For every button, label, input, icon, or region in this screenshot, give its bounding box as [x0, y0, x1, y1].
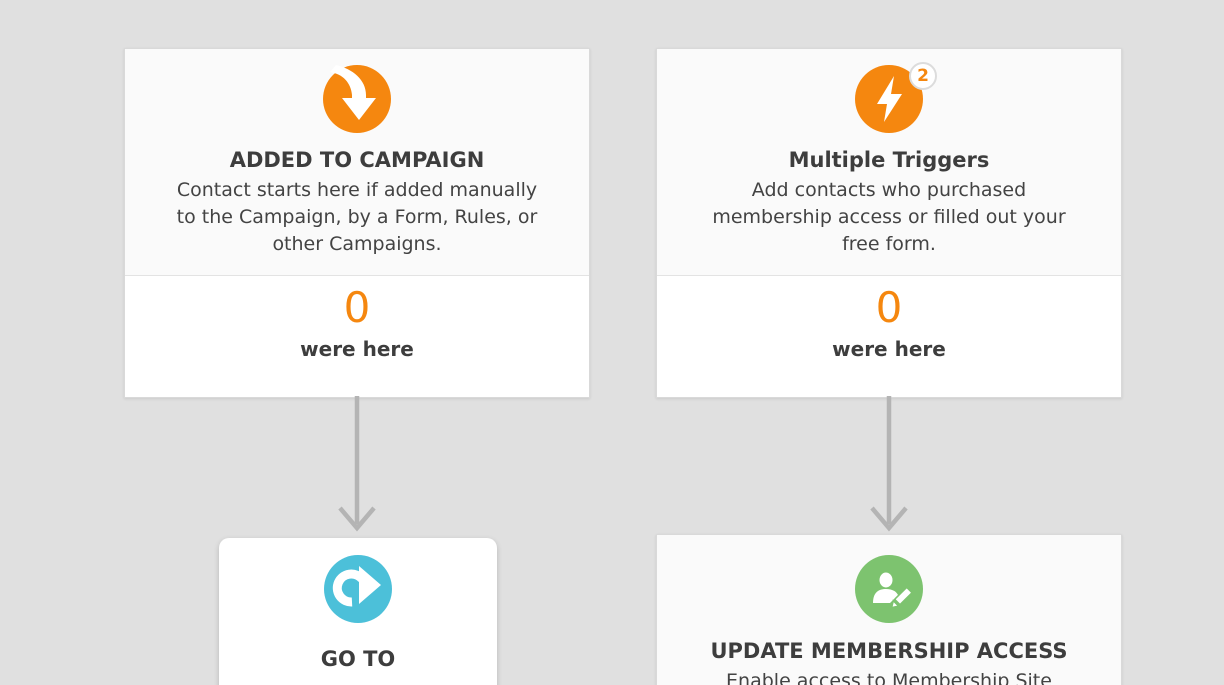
node-description: Add contacts who purchased membership ac…: [712, 179, 1066, 255]
added-to-campaign-stats: 0 were here: [125, 275, 589, 397]
node-update-membership-access[interactable]: UPDATE MEMBERSHIP ACCESS Enable access t…: [656, 534, 1122, 685]
lightning-icon: 2: [855, 62, 937, 133]
node-multiple-triggers[interactable]: 2 Multiple Triggers Add contacts who pur…: [656, 48, 1122, 398]
trigger-count-badge: 2: [909, 62, 937, 90]
contacts-count: 0: [343, 283, 371, 332]
contacts-count: 0: [875, 283, 903, 332]
flow-arrow-down-icon: [869, 396, 909, 534]
node-go-to[interactable]: GO TO: [219, 538, 497, 685]
node-title: GO TO: [320, 647, 396, 671]
go-to-arrow-icon: [324, 555, 392, 623]
node-title: ADDED TO CAMPAIGN: [229, 148, 485, 172]
multiple-triggers-stats: 0 were here: [657, 275, 1121, 397]
member-edit-icon: [855, 555, 923, 623]
enter-campaign-icon: [323, 65, 391, 133]
node-added-to-campaign[interactable]: ADDED TO CAMPAIGN Contact starts here if…: [124, 48, 590, 398]
multiple-triggers-header: 2 Multiple Triggers Add contacts who pur…: [657, 49, 1121, 275]
contacts-count-label: were here: [832, 337, 946, 361]
node-title: Multiple Triggers: [788, 148, 990, 172]
added-to-campaign-header: ADDED TO CAMPAIGN Contact starts here if…: [125, 49, 589, 275]
node-title: UPDATE MEMBERSHIP ACCESS: [710, 639, 1068, 663]
flow-arrow-down-icon: [337, 396, 377, 534]
contacts-count-label: were here: [300, 337, 414, 361]
node-description: Contact starts here if added manually to…: [176, 179, 538, 255]
node-description: Enable access to Membership Site: [726, 670, 1052, 685]
